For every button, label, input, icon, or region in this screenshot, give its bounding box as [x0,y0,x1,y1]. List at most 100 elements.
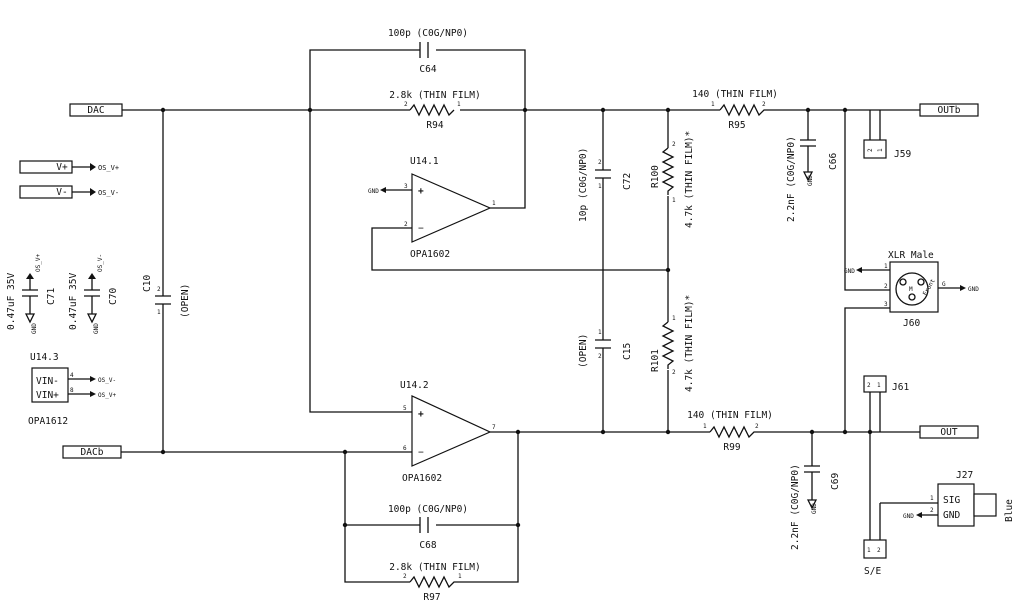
c72-ref: C72 [622,173,633,190]
port-v-plus: V+ OS_V+ [19,160,119,174]
capacitor-c66: GND 2.2nF (C0G/NP0) C66 [786,136,839,222]
svg-text:1: 1 [884,263,888,270]
c69-ref: C69 [830,473,841,490]
c71-ref: C71 [46,288,57,305]
opamp-u14-3: VIN- VIN+ U14.3 OPA1612 4 8 OS_V- OS_V+ [28,352,116,427]
os-v-minus-label: OS_V- [98,189,119,197]
c10-ref: C10 [142,275,153,292]
svg-text:VIN-: VIN- [36,376,59,387]
svg-text:OS_V-: OS_V- [97,254,104,272]
c69-value: 2.2nF (C0G/NP0) [790,464,801,550]
u14-3-ref: U14.3 [30,352,59,363]
svg-text:G: G [942,281,946,288]
capacitor-c72: 10p (C0G/NP0) C72 2 1 [578,148,633,222]
svg-text:1: 1 [598,329,602,336]
svg-text:2: 2 [762,101,766,108]
connector-se: 1 2 S/E [863,539,887,577]
r94-ref: R94 [426,120,443,131]
svg-text:2: 2 [877,547,881,554]
svg-text:2: 2 [867,382,871,389]
svg-text:SIG: SIG [943,495,960,506]
capacitor-c64: 100p (C0G/NP0) C64 [388,28,468,75]
resistor-r100: R100 4.7k (THIN FILM)* 2 1 [650,131,695,228]
j60-title: XLR Male [888,250,934,261]
c72-value: 10p (C0G/NP0) [578,148,589,222]
svg-text:3: 3 [404,183,408,190]
svg-text:GND: GND [844,268,855,275]
svg-text:GND: GND [903,513,914,520]
c15-value: (OPEN) [578,334,589,368]
svg-text:GND: GND [31,323,38,334]
connector-j27: SIG GND J27 Blue 1 2 GND [903,470,1015,527]
capacitor-c15: (OPEN) C15 1 2 [578,329,633,368]
c10-value: (OPEN) [180,284,191,318]
svg-text:6: 6 [403,445,407,452]
port-dac-label: DAC [87,105,104,116]
resistor-r101: R101 4.7k (THIN FILM)* 1 2 [650,295,695,392]
svg-text:2: 2 [672,369,676,376]
svg-text:1: 1 [492,200,496,207]
svg-text:1: 1 [877,382,881,389]
svg-text:1: 1 [672,315,676,322]
port-v-minus-label: V- [56,187,67,198]
svg-text:1: 1 [703,423,707,430]
r95-value: 140 (THIN FILM) [692,89,778,100]
r101-ref: R101 [650,349,661,372]
resistor-r95: 140 (THIN FILM) R95 1 2 [692,89,778,131]
capacitor-c70: OS_V- GND 0.47uF 35V C70 [68,254,119,334]
c64-ref: C64 [419,64,436,75]
u14-1-ref: U14.1 [410,156,439,167]
u14-1-part: OPA1602 [410,249,450,260]
r100-ref: R100 [650,165,661,188]
svg-text:2: 2 [598,159,602,166]
svg-text:1: 1 [930,495,934,502]
port-outb: OUTb [919,103,979,117]
j61-ref: J61 [892,382,909,393]
port-v-minus: V- OS_V- [19,185,119,199]
svg-text:+: + [418,409,424,420]
port-out-label: OUT [940,427,957,438]
junctions [160,107,873,528]
os-v-plus-label: OS_V+ [98,164,119,172]
opamp-u14-1: + − 3 2 1 U14.1 OPA1602 GND [368,156,496,260]
c68-value: 100p (C0G/NP0) [388,504,468,515]
c68-ref: C68 [419,540,436,551]
connector-j59: 2 1 J59 [863,139,911,160]
svg-text:GND: GND [807,175,814,186]
svg-text:1: 1 [711,101,715,108]
u14-2-ref: U14.2 [400,380,429,391]
svg-text:−: − [418,223,424,234]
svg-text:2: 2 [867,148,874,152]
capacitor-c10: C10 (OPEN) 2 1 [142,275,191,318]
svg-text:1: 1 [672,197,676,204]
se-ref: S/E [864,566,881,577]
wires [29,49,960,583]
c66-value: 2.2nF (C0G/NP0) [786,136,797,222]
j59-ref: J59 [894,149,911,160]
c15-ref: C15 [622,343,633,360]
svg-text:4: 4 [70,372,74,379]
svg-text:2: 2 [884,283,888,290]
c70-value: 0.47uF 35V [68,273,79,330]
capacitor-c68: 100p (C0G/NP0) C68 [388,504,468,551]
r101-value: 4.7k (THIN FILM)* [684,295,695,392]
svg-text:OS_V+: OS_V+ [35,254,42,272]
r99-value: 140 (THIN FILM) [687,410,773,421]
svg-text:1: 1 [598,183,602,190]
resistor-r97: 2.8k (THIN FILM) R97 2 1 [389,562,481,603]
svg-text:2: 2 [930,507,934,514]
svg-text:GND: GND [93,323,100,334]
port-dacb-label: DACb [81,447,104,458]
svg-text:1: 1 [458,573,462,580]
c66-ref: C66 [828,153,839,170]
j27-ref: J27 [956,470,973,481]
r99-ref: R99 [723,442,740,453]
j60-ref: J60 [903,318,920,329]
port-dac: DAC [69,103,123,117]
svg-text:+: + [418,186,424,197]
svg-text:2: 2 [403,573,407,580]
r100-value: 4.7k (THIN FILM)* [684,131,695,228]
capacitor-c71: OS_V+ GND 0.47uF 35V C71 [6,254,57,334]
opamp-u14-2: + − 5 6 7 U14.2 OPA1602 [400,380,496,484]
connector-j60: M Front XLR Male J60 1 2 3 G GND GND [844,250,979,329]
